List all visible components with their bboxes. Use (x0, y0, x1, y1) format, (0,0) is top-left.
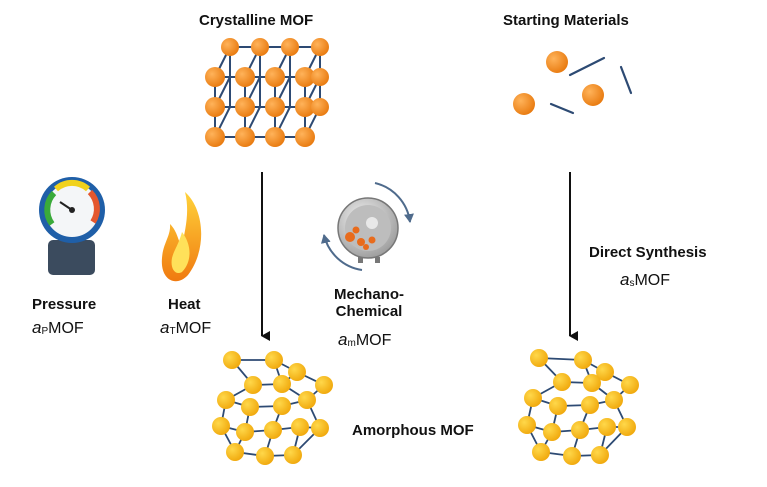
label-direct-synthesis: Direct Synthesis (589, 244, 707, 261)
label-pressure: Pressure (32, 296, 97, 313)
abbr-heat: aTMOF (160, 318, 211, 338)
label-mechano-line2: Chemical (335, 303, 403, 320)
abbr-prefix: a (620, 270, 630, 289)
abbr-sub-heat: T (169, 326, 176, 337)
abbr-suffix: MOF (175, 320, 212, 337)
label-heat: Heat (168, 296, 201, 313)
abbr-sub-pressure: P (41, 326, 49, 337)
label-mechano-chemical: Mechano- Chemical (328, 286, 410, 320)
abbr-suffix: MOF (48, 320, 84, 337)
abbr-sub-synthesis: s (629, 278, 635, 289)
pressure-gauge-icon (39, 177, 105, 275)
starting-materials-graphic (513, 51, 633, 115)
abbr-mechano: amMOF (338, 330, 391, 350)
circular-arrows-icon (320, 182, 414, 271)
abbr-suffix: MOF (355, 332, 392, 349)
amorphous-network-left (212, 351, 333, 465)
abbr-prefix: a (338, 330, 348, 349)
flame-icon (161, 192, 202, 282)
crystalline-lattice (205, 38, 329, 147)
label-starting-materials: Starting Materials (503, 12, 629, 29)
label-amorphous-mof: Amorphous MOF (352, 422, 474, 439)
label-mechano-line1: Mechano- (333, 286, 404, 303)
abbr-prefix: a (32, 318, 42, 337)
label-crystalline-mof: Crystalline MOF (199, 12, 314, 29)
amorphous-network-right (518, 349, 639, 465)
abbr-suffix: MOF (634, 272, 671, 289)
abbr-synthesis: asMOF (620, 270, 670, 290)
abbr-sub-mechano: m (347, 338, 356, 349)
ball-mill-icon (337, 197, 399, 263)
abbr-pressure: aPMOF (32, 318, 84, 338)
abbr-prefix: a (160, 318, 170, 337)
